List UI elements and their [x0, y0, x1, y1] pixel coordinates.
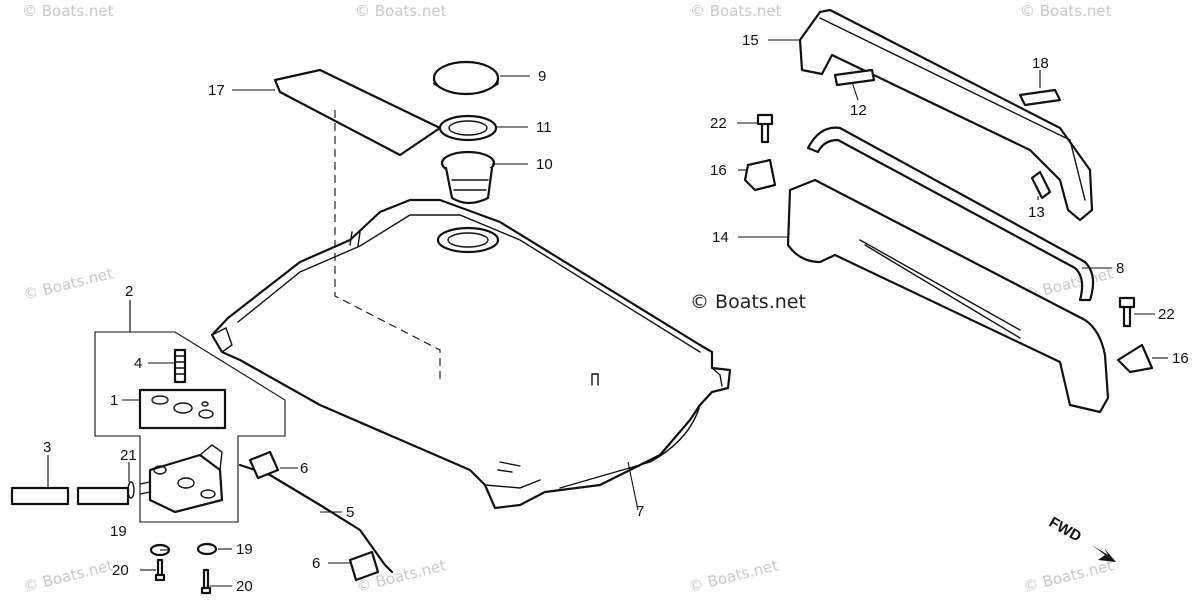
callout-1: 1 — [110, 392, 118, 409]
leader-lines — [47, 39, 1168, 587]
fuel-hose — [10, 486, 130, 506]
clip — [348, 550, 380, 582]
watermark: © Boats.net — [22, 556, 115, 596]
callout-4: 4 — [134, 355, 142, 372]
callout-12: 12 — [850, 102, 867, 119]
decal-plate — [273, 68, 442, 157]
watermark: © Boats.net — [1022, 556, 1115, 596]
callout-20: 20 — [112, 562, 129, 579]
filler-gasket — [438, 114, 498, 142]
fuel-cock-assembly — [94, 300, 286, 523]
fuel-tank — [210, 198, 732, 510]
callout-19: 19 — [110, 523, 127, 540]
washer — [196, 542, 218, 556]
callout-22: 22 — [710, 115, 727, 132]
watermark: © Boats.net — [687, 556, 780, 596]
watermark: © Boats.net — [1020, 2, 1112, 20]
fuel-strainer — [440, 150, 496, 205]
callout-11: 11 — [536, 119, 552, 136]
callout-10: 10 — [536, 156, 553, 173]
watermark: © Boats.net — [22, 264, 115, 304]
callout-3: 3 — [43, 439, 51, 456]
callout-2: 2 — [125, 283, 133, 300]
arrow-icon — [1092, 545, 1116, 562]
grommet — [833, 68, 876, 87]
callout-19: 19 — [236, 541, 253, 558]
callout-13: 13 — [1028, 204, 1045, 221]
forward-direction-indicator: FWD — [1046, 514, 1116, 562]
callout-15: 15 — [742, 32, 759, 49]
clip — [743, 158, 777, 192]
fwd-label: FWD — [1046, 514, 1084, 546]
bolt — [1118, 296, 1136, 328]
fuel-cap — [432, 60, 500, 96]
callout-5: 5 — [346, 504, 354, 521]
callout-17: 17 — [208, 82, 225, 99]
callouts: 17 9 11 10 2 4 1 3 21 6 5 6 7 19 19 20 2… — [43, 32, 1189, 595]
callout-6: 6 — [300, 460, 308, 477]
callout-21: 21 — [120, 447, 137, 464]
bolt — [756, 113, 774, 144]
callout-9: 9 — [538, 68, 546, 85]
callout-18: 18 — [1032, 55, 1049, 72]
watermark-main: © Boats.net — [690, 291, 806, 313]
side-cover-upper — [798, 8, 1094, 222]
callout-7: 7 — [636, 503, 644, 520]
callout-20: 20 — [236, 578, 253, 595]
callout-16: 16 — [710, 162, 727, 179]
watermark: © Boats.net — [355, 2, 447, 20]
watermark: © Boats.net — [690, 2, 782, 20]
callout-6: 6 — [312, 555, 320, 572]
callout-16: 16 — [1172, 350, 1189, 367]
callout-8: 8 — [1116, 260, 1124, 277]
emblem-plate — [1018, 88, 1062, 107]
watermark: © Boats.net — [22, 2, 114, 20]
trim-strip — [806, 126, 1095, 302]
side-cover-lower — [786, 178, 1110, 414]
bolt — [154, 558, 166, 582]
callout-22: 22 — [1158, 306, 1175, 323]
callout-14: 14 — [712, 229, 729, 246]
clip — [248, 450, 280, 480]
bolt — [200, 568, 212, 595]
grommet — [1030, 170, 1052, 200]
clip — [1116, 343, 1154, 374]
